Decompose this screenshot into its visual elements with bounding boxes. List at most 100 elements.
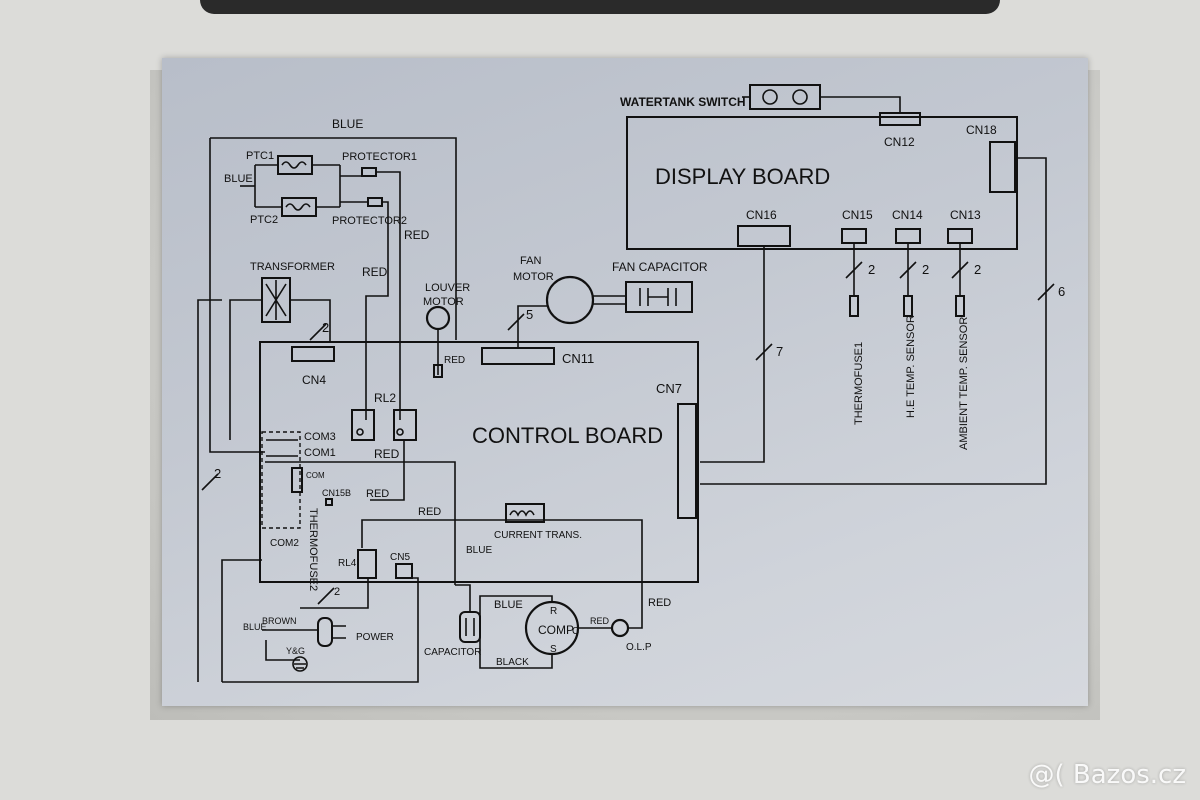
cn16-wire-count: 7 bbox=[776, 344, 783, 359]
olp bbox=[610, 618, 630, 638]
power-label: POWER bbox=[356, 632, 394, 643]
capacitor-blue-label: BLUE bbox=[466, 545, 492, 556]
ptc1-label: PTC1 bbox=[246, 150, 274, 162]
cn12-connector bbox=[879, 112, 921, 126]
fan-capacitor-label: FAN CAPACITOR bbox=[612, 260, 708, 274]
ptc1 bbox=[277, 155, 313, 175]
comp-label: COMP bbox=[538, 623, 574, 637]
cn16-label: CN16 bbox=[746, 208, 777, 222]
fan-motor-label-1: FAN bbox=[520, 255, 541, 267]
top-blue-label: BLUE bbox=[332, 117, 363, 131]
cn18-wire-count: 6 bbox=[1058, 284, 1065, 299]
cn4-connector bbox=[291, 346, 335, 362]
top-blue-wire bbox=[210, 137, 457, 340]
cn5-connector bbox=[395, 563, 413, 579]
rl2-red-label: RED bbox=[374, 447, 400, 461]
com3-label: COM3 bbox=[304, 431, 336, 443]
yg-label: Y&G bbox=[286, 646, 305, 656]
current-trans-label: CURRENT TRANS. bbox=[494, 530, 582, 541]
cn15-label: CN15 bbox=[842, 208, 873, 222]
current-transformer bbox=[505, 503, 545, 523]
comp-blue-label: BLUE bbox=[494, 599, 523, 611]
fan-motor bbox=[545, 275, 595, 325]
control-board-box bbox=[259, 341, 699, 583]
cn11-label: CN11 bbox=[562, 351, 594, 366]
cn13-label: CN13 bbox=[950, 208, 981, 222]
ambient-sensor-probe bbox=[955, 295, 965, 317]
capacitor bbox=[459, 611, 481, 643]
display-board-box bbox=[626, 116, 1018, 250]
rl4 bbox=[357, 549, 377, 579]
watertank-switch-label: WATERTANK SWITCH bbox=[620, 95, 746, 109]
rl4-label: RL4 bbox=[338, 558, 357, 569]
ambient-sensor-wire-count: 2 bbox=[974, 262, 981, 277]
top-edge-strip bbox=[200, 0, 1000, 14]
capacitor-label: CAPACITOR bbox=[424, 647, 481, 658]
watertank-wire bbox=[820, 96, 901, 112]
thermofuse1-wire-count: 2 bbox=[868, 262, 875, 277]
louver-red-label: RED bbox=[444, 355, 465, 366]
comp-c-label: C bbox=[572, 626, 579, 637]
protector2-label: PROTECTOR2 bbox=[332, 215, 407, 227]
he-sensor-probe bbox=[903, 295, 913, 317]
power-blue-label: BLUE bbox=[243, 622, 267, 632]
protector2 bbox=[367, 197, 383, 207]
watertank-switch-contact-1 bbox=[762, 89, 778, 105]
com-label: COM bbox=[306, 471, 325, 480]
fan-capacitor bbox=[625, 281, 693, 313]
transformer-label: TRANSFORMER bbox=[250, 261, 335, 273]
thermofuse1-label: THERMOFUSE1 bbox=[853, 342, 865, 425]
louver-motor-label-2: MOTOR bbox=[423, 296, 464, 308]
watertank-switch-contact-2 bbox=[792, 89, 808, 105]
cn15b-label: CN15B bbox=[322, 488, 351, 498]
fan-motor-wire bbox=[517, 305, 548, 348]
left-wire-count: 2 bbox=[214, 466, 221, 481]
fan-motor-wire-count: 5 bbox=[526, 307, 533, 322]
he-temp-sensor-label: H.E TEMP. SENSOR bbox=[905, 315, 917, 418]
ground-symbol bbox=[292, 656, 308, 672]
protector1-red-label: RED bbox=[404, 228, 430, 242]
cn7-label: CN7 bbox=[656, 381, 682, 396]
cn18-connector bbox=[989, 141, 1016, 193]
thermofuse2-label: THERMOFUSE2 bbox=[307, 508, 319, 591]
olp-red-label: RED bbox=[590, 616, 610, 626]
louver-motor bbox=[425, 305, 451, 331]
cn12-label: CN12 bbox=[884, 135, 915, 149]
cn13-connector bbox=[947, 228, 973, 244]
cn5-label: CN5 bbox=[390, 552, 410, 563]
olp-top-red-label: RED bbox=[648, 597, 671, 609]
com1-label: COM1 bbox=[304, 447, 336, 459]
control-board-label: CONTROL BOARD bbox=[472, 423, 663, 448]
cn11-connector bbox=[481, 347, 555, 365]
power-plug bbox=[317, 617, 333, 647]
cn15-connector bbox=[841, 228, 867, 244]
he-sensor-wire-count: 2 bbox=[922, 262, 929, 277]
display-board-label: DISPLAY BOARD bbox=[655, 164, 830, 189]
cn14-label: CN14 bbox=[892, 208, 923, 222]
louver-motor-label-1: LOUVER bbox=[425, 282, 470, 294]
power-brown-label: BROWN bbox=[262, 616, 297, 626]
olp-label: O.L.P bbox=[626, 642, 652, 653]
watermark: @( Bazos.cz bbox=[1028, 760, 1187, 790]
cn18-label: CN18 bbox=[966, 123, 997, 137]
com-terminal bbox=[291, 467, 303, 493]
watertank-switch bbox=[749, 84, 821, 110]
protector1 bbox=[361, 167, 377, 177]
protector1-label: PROTECTOR1 bbox=[342, 151, 417, 163]
thermofuse1-probe bbox=[849, 295, 859, 317]
ambient-temp-sensor-label: AMBIENT TEMP. SENSOR bbox=[958, 317, 970, 450]
cn18-to-cn7-wire bbox=[700, 157, 1047, 485]
rl4-wire-count: 2 bbox=[334, 586, 340, 598]
current-trans-red-label: RED bbox=[418, 506, 441, 518]
ptc2-label: PTC2 bbox=[250, 214, 278, 226]
cn16-to-cn7-wire bbox=[700, 246, 765, 463]
com-red-label: RED bbox=[366, 488, 389, 500]
com2-label: COM2 bbox=[270, 538, 299, 549]
wiring-label-plate bbox=[162, 58, 1088, 706]
rl2-coil bbox=[351, 409, 375, 441]
ptc2 bbox=[281, 197, 317, 217]
left-blue-label: BLUE bbox=[224, 173, 253, 185]
cn4-label: CN4 bbox=[302, 373, 326, 387]
comp-black-label: BLACK bbox=[496, 657, 529, 668]
